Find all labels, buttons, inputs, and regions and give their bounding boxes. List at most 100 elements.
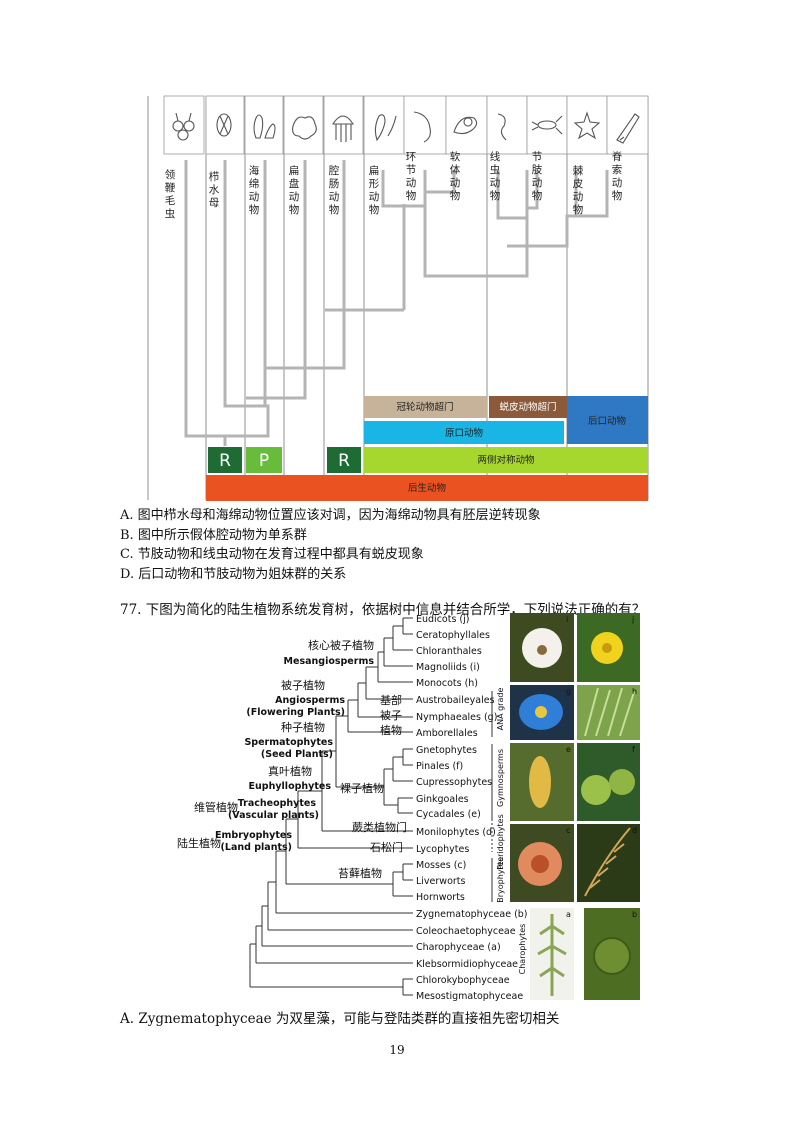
plant-taxon-label: Monocots (h): [416, 678, 478, 689]
embryo-en2: (Land plants): [221, 842, 292, 853]
basal-3: 植物: [380, 723, 402, 737]
plant-taxon-label: Eudicots (j): [416, 614, 469, 625]
q76-option-d: D. 后口动物和节肢动物为姐妹群的关系: [120, 567, 347, 582]
plant-taxon-label: Ginkgoales: [416, 794, 469, 805]
side-pterido: Pteridophytes: [496, 814, 505, 869]
animal-taxon-label: 脊索动物: [612, 150, 623, 202]
photo-letter: g: [566, 687, 571, 696]
angio-en2: (Flowering Plants): [246, 707, 345, 718]
sperm-en1: Spermatophytes: [244, 737, 333, 748]
angio-cn: 被子植物: [281, 678, 325, 692]
side-ana: ANA grade: [496, 688, 505, 731]
animal-taxon-label: 扁盘动物: [289, 164, 300, 216]
lyco-cn: 石松门: [370, 840, 403, 854]
photo-letter: e: [566, 745, 571, 754]
trach-en2: (Vascular plants): [228, 810, 319, 821]
choanoflagellate-icon: [172, 112, 195, 141]
plant-taxon-label: Gnetophytes: [416, 745, 477, 756]
flatworm-icon: [374, 114, 397, 142]
nematode-icon: [497, 113, 507, 141]
side-gymno: Gymnosperms: [496, 749, 505, 807]
animal-taxon-label: 栉水母: [209, 170, 220, 209]
animal-taxon-label: 腔肠动物: [329, 164, 340, 216]
meso-cn: 核心被子植物: [308, 638, 374, 652]
plant-taxon-label: Klebsormidiophyceae: [416, 959, 518, 970]
protostomia-label: 原口动物: [445, 427, 484, 439]
mollusk-icon: [453, 116, 478, 135]
embryo-cn: 陆生植物: [177, 836, 221, 850]
photo-letter: j: [631, 615, 634, 624]
trach-cn: 维管植物: [194, 800, 238, 814]
deuterostomia-label: 后口动物: [588, 415, 627, 427]
photo-letter: c: [566, 826, 570, 835]
plant-taxon-label: Mesostigmatophyceae: [416, 991, 523, 1002]
plant-taxon-label: Monilophytes (d): [416, 827, 496, 838]
ecdysozoa-band: [489, 396, 567, 418]
plant-taxon-label: Ceratophyllales: [416, 630, 490, 641]
photo-letter: a: [566, 910, 571, 919]
plant-taxon-label: Coleochaetophyceae: [416, 926, 516, 937]
starfish-icon: [573, 111, 601, 140]
metazoa-label: 后生动物: [408, 482, 447, 494]
angio-en1: Angiosperms: [275, 695, 345, 706]
plant-taxon-label: Magnoliids (i): [416, 662, 480, 673]
q76-option-a: A. 图中栉水母和海绵动物位置应该对调，因为海绵动物具有胚层逆转现象: [120, 508, 541, 523]
side-charo: Charophytes: [518, 924, 527, 975]
plant-taxon-label: Hornworts: [416, 892, 465, 903]
side-bryo: Bryophytes: [496, 857, 505, 903]
animal-taxon-label: 软体动物: [450, 150, 461, 202]
animal-taxon-label: 领鞭毛虫: [165, 168, 176, 220]
placozoa-icon: [292, 116, 317, 140]
fern-cn: 蕨类植物门: [352, 820, 407, 834]
ecdysozoa-label: 蜕皮动物超门: [499, 401, 556, 413]
plant-taxon-label: Austrobaileyales: [416, 695, 495, 706]
plant-taxon-label: Nymphaeales (g): [416, 712, 497, 723]
jellyfish-icon: [332, 115, 354, 142]
photo-letter: i: [566, 615, 568, 624]
protostomia-band: [364, 421, 564, 444]
basal-2: 被子: [380, 709, 402, 722]
animal-taxon-label: 棘皮动物: [573, 165, 584, 216]
sponge-icon: [253, 114, 276, 139]
bilateria-band: [364, 447, 648, 473]
plant-taxon-label: Cycadales (e): [416, 809, 481, 820]
marker-r1-box: [208, 447, 242, 473]
euphyll-en: Euphyllophytes: [249, 781, 332, 792]
embryo-en1: Embryophytes: [215, 830, 292, 841]
marker-r2-box: [327, 447, 361, 473]
annelid-icon: [413, 111, 431, 143]
basal-1: 基部: [380, 693, 402, 707]
ctenophore-icon: [216, 113, 232, 137]
q76-option-b: B. 图中所示假体腔动物为单系群: [120, 528, 307, 543]
plant-taxon-label: Pinales (f): [416, 761, 463, 772]
gymno-cn: 裸子植物: [340, 781, 384, 795]
marker-r1: R: [219, 451, 231, 471]
marker-p: P: [259, 451, 269, 471]
meso-en: Mesangiosperms: [284, 656, 375, 667]
plant-taxon-label: Amborellales: [416, 728, 478, 739]
lophotrochozoa-band: [364, 396, 487, 418]
q77-option-a: A. Zygnematophyceae 为双星藻，可能与登陆类群的直接祖先密切相…: [120, 1011, 560, 1027]
plant-phylogeny-figure: Eudicots (j) CeratophyllalesChloranthales…: [177, 613, 640, 1002]
animal-taxon-label: 环节动物: [406, 151, 417, 202]
animal-taxon-label: 线虫动物: [490, 150, 501, 202]
chordate-icon: [616, 113, 640, 144]
animal-taxon-label: 节肢动物: [532, 151, 543, 202]
plant-taxon-label: Zygnematophyceae (b): [416, 909, 528, 920]
animal-taxon-label: 海绵动物: [249, 164, 260, 216]
photo-letter: f: [632, 745, 635, 754]
photo-letter: b: [632, 910, 637, 919]
sperm-en2: (Seed Plants): [261, 749, 333, 760]
plant-taxon-label: Charophyceae (a): [416, 942, 501, 953]
plant-taxon-label: Chloranthales: [416, 646, 482, 657]
animal-taxon-label: 扁形动物: [369, 164, 380, 216]
bilateria-label: 两侧对称动物: [477, 454, 535, 466]
plant-taxon-label: Mosses (c): [416, 860, 466, 871]
plant-taxon-label: Cupressophytes: [416, 777, 492, 788]
animal-phylogeny-figure: 冠轮动物超门 蜕皮动物超门 后口动物 原口动物 两侧对称动物 后生动物 R P …: [147, 95, 649, 501]
sperm-cn: 种子植物: [281, 720, 325, 734]
euphyll-cn: 真叶植物: [268, 764, 312, 778]
lophotrochozoa-label: 冠轮动物超门: [396, 401, 453, 413]
bryo-cn: 苔藓植物: [338, 866, 382, 880]
